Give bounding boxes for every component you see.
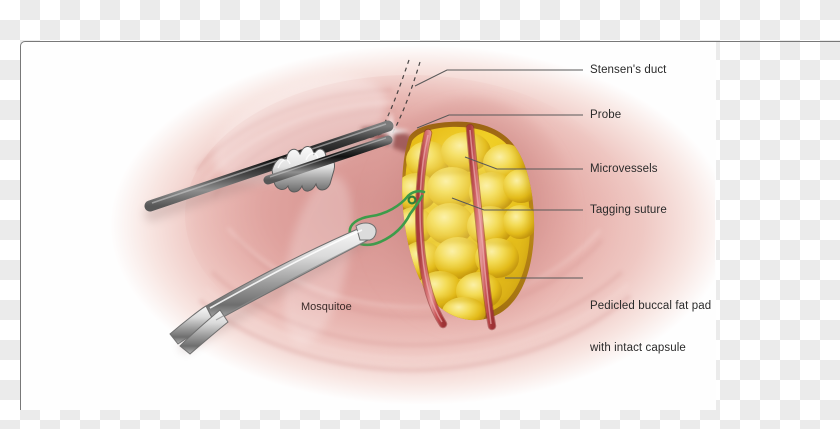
suture-knot (407, 195, 417, 205)
card-top-rule (716, 41, 840, 42)
leader-tagging-suture (451, 197, 583, 211)
leader-probe (416, 114, 583, 129)
label-tagging-suture: Tagging suture (590, 204, 667, 216)
leader-lines (414, 69, 583, 279)
probe-instrument (144, 120, 394, 222)
label-probe: Probe (590, 109, 622, 121)
label-line-2: with intact capsule (590, 342, 686, 354)
leader-microvessels (464, 156, 583, 170)
leader-stensens-duct (414, 69, 583, 87)
mosquito-forceps (169, 222, 379, 355)
label-pedicled-buccal-fat-pad: Pedicled buccal fat pad with intact caps… (590, 271, 711, 383)
label-microvessels: Microvessels (590, 163, 658, 175)
microvessel-left (414, 128, 448, 329)
duct-sparkle (372, 112, 410, 150)
label-stensens-duct: Stensen's duct (590, 64, 667, 76)
label-line-1: Pedicled buccal fat pad (590, 300, 712, 312)
label-mosquitoe: Mosquitoe (301, 301, 352, 313)
